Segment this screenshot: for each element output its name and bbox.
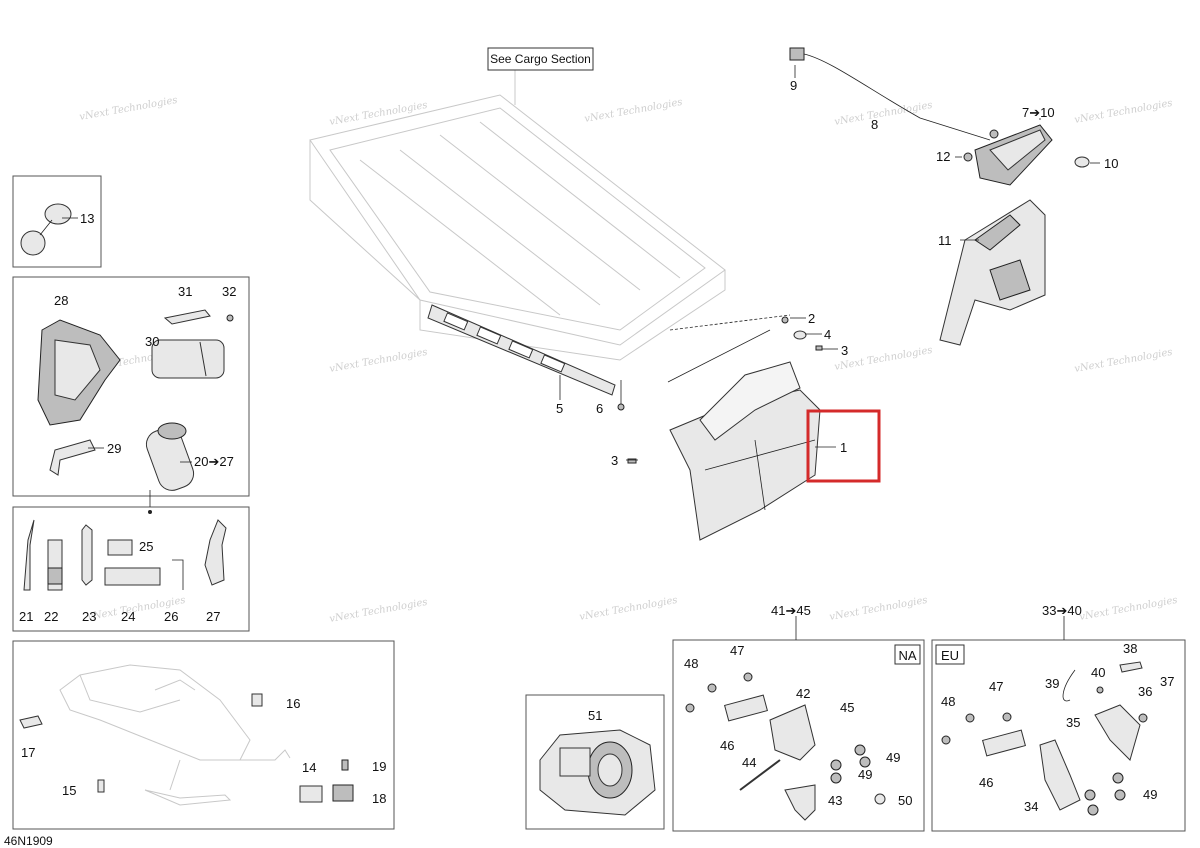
callout-41-45[interactable]: 41➔45: [771, 603, 811, 618]
box-tool-bag: [12, 276, 250, 497]
callout-13[interactable]: 13: [80, 211, 94, 226]
see-cargo-section-label: See Cargo Section: [490, 52, 591, 66]
na-hitch-parts: [685, 672, 886, 821]
callout-27[interactable]: 27: [206, 609, 220, 624]
snowmobile-outline: [19, 664, 354, 806]
callout-3[interactable]: 3: [611, 453, 618, 468]
callout-5[interactable]: 5: [556, 401, 563, 416]
callout-14[interactable]: 14: [302, 760, 316, 775]
callout-29[interactable]: 29: [107, 441, 121, 456]
callout-49[interactable]: 49: [858, 767, 872, 782]
box-eu-hitch: [931, 639, 1186, 832]
callout-30[interactable]: 30: [145, 334, 159, 349]
callout-21[interactable]: 21: [19, 609, 33, 624]
watermark: vNext Technologies: [579, 595, 679, 623]
tools-parts: [23, 519, 227, 591]
callout-49[interactable]: 49: [1143, 787, 1157, 802]
callout-22[interactable]: 22: [44, 609, 58, 624]
watermark: vNext Technologies: [329, 347, 429, 375]
watermark: vNext Technologies: [834, 100, 934, 128]
callout-11[interactable]: 11: [938, 233, 952, 248]
callout-48[interactable]: 48: [941, 694, 955, 709]
part-51-winch: [539, 729, 656, 816]
callout-47[interactable]: 47: [730, 643, 744, 658]
callout-16[interactable]: 16: [286, 696, 300, 711]
callout-4[interactable]: 4: [824, 327, 831, 342]
box-snowmobile: [12, 640, 395, 830]
callout-3[interactable]: 3: [841, 343, 848, 358]
callout-40[interactable]: 40: [1091, 665, 1105, 680]
part-1-flap: [667, 314, 821, 541]
hardware-2-3-4: [627, 316, 823, 464]
callout-46[interactable]: 46: [979, 775, 993, 790]
callout-15[interactable]: 15: [62, 783, 76, 798]
see-cargo-section-button[interactable]: See Cargo Section: [487, 47, 594, 71]
callout-48[interactable]: 48: [684, 656, 698, 671]
callout-25[interactable]: 25: [139, 539, 153, 554]
callout-17[interactable]: 17: [21, 745, 35, 760]
part-5-rail: [427, 304, 625, 411]
watermark: vNext Technologies: [829, 595, 929, 623]
callout-23[interactable]: 23: [82, 609, 96, 624]
callout-39[interactable]: 39: [1045, 676, 1059, 691]
watermark: vNext Technologies: [1079, 595, 1179, 623]
watermark: vNext Technologies: [834, 345, 934, 373]
callout-2[interactable]: 2: [808, 311, 815, 326]
leader-lines: [62, 65, 1100, 640]
callout-12[interactable]: 12: [936, 149, 950, 164]
callout-1[interactable]: 1: [840, 440, 847, 455]
callout-49[interactable]: 49: [886, 750, 900, 765]
watermark: vNext Technologies: [1074, 98, 1174, 126]
callout-51[interactable]: 51: [588, 708, 602, 723]
callout-26[interactable]: 26: [164, 609, 178, 624]
watermark: vNext Technologies: [584, 97, 684, 125]
callout-9[interactable]: 9: [790, 78, 797, 93]
highlight-box[interactable]: [806, 409, 881, 483]
tool-bag-parts: [37, 309, 234, 491]
box-na-hitch: [672, 639, 925, 832]
callout-43[interactable]: 43: [828, 793, 842, 808]
callout-31[interactable]: 31: [178, 284, 192, 299]
callout-45[interactable]: 45: [840, 700, 854, 715]
callout-35[interactable]: 35: [1066, 715, 1080, 730]
callout-18[interactable]: 18: [372, 791, 386, 806]
diagram-id: 46N1909: [4, 834, 53, 848]
callout-46[interactable]: 46: [720, 738, 734, 753]
callout-47[interactable]: 47: [989, 679, 1003, 694]
box-tools: [12, 506, 250, 632]
callout-28[interactable]: 28: [54, 293, 68, 308]
part-13-mirror: [20, 203, 72, 256]
callout-8[interactable]: 8: [871, 117, 878, 132]
callout-labels: 1 2 4 3 3 5 6 8 9 7➔10 12 10 11 13 28 31…: [19, 78, 1174, 814]
callout-37[interactable]: 37: [1160, 674, 1174, 689]
callout-33-40[interactable]: 33➔40: [1042, 603, 1082, 618]
callout-32[interactable]: 32: [222, 284, 236, 299]
na-label: NA: [898, 648, 916, 663]
tail-light-assembly: [789, 47, 1090, 346]
callout-42[interactable]: 42: [796, 686, 810, 701]
box-part-13: [12, 175, 102, 268]
callout-10[interactable]: 10: [1104, 156, 1118, 171]
callout-19[interactable]: 19: [372, 759, 386, 774]
watermark: vNext Technologies: [329, 597, 429, 625]
eu-hitch-parts: [941, 661, 1148, 816]
callout-44[interactable]: 44: [742, 755, 756, 770]
callout-36[interactable]: 36: [1138, 684, 1152, 699]
watermark: vNext Technologies: [1074, 347, 1174, 375]
callout-24[interactable]: 24: [121, 609, 135, 624]
callout-38[interactable]: 38: [1123, 641, 1137, 656]
callout-20-27[interactable]: 20➔27: [194, 454, 234, 469]
watermark: vNext Technologies: [79, 95, 179, 123]
callout-34[interactable]: 34: [1024, 799, 1038, 814]
callout-7-10[interactable]: 7➔10: [1022, 105, 1055, 120]
box-part-51: [525, 694, 665, 830]
callout-50[interactable]: 50: [898, 793, 912, 808]
cargo-rack-ghost: [309, 55, 726, 361]
callout-6[interactable]: 6: [596, 401, 603, 416]
eu-label: EU: [941, 648, 959, 663]
